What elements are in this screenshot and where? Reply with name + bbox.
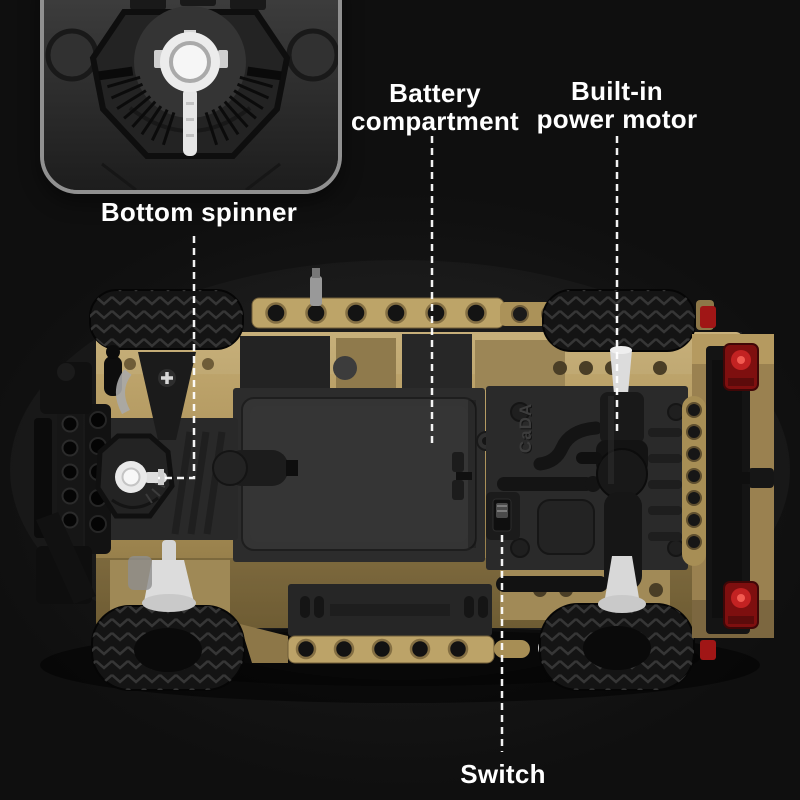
center-driveshaft xyxy=(212,356,357,486)
battery-door xyxy=(241,397,477,551)
tail-light-bottom xyxy=(723,581,759,629)
wheel-bottom-right xyxy=(539,603,695,691)
spinner-knob xyxy=(115,461,147,493)
front-assembly xyxy=(34,345,238,612)
gray-pin-icon xyxy=(310,276,322,306)
spinner-closeup xyxy=(44,0,338,190)
battery-compartment xyxy=(233,388,496,562)
brand-embossing: CaDA CaDA xyxy=(516,403,536,454)
bottom-spinner-mechanism xyxy=(95,433,175,519)
bottom-spinner-inset xyxy=(40,0,342,194)
molded-bar xyxy=(497,477,593,491)
label-bottom-spinner: Bottom spinner xyxy=(100,197,298,227)
spinner-key-stem xyxy=(143,472,167,483)
rear-chassis-plate: CaDA CaDA xyxy=(486,386,688,570)
molded-wrench xyxy=(533,421,603,471)
axle-white-top xyxy=(610,350,632,394)
top-beam xyxy=(251,268,600,329)
wheel-bottom-left xyxy=(91,605,245,691)
leader-bottom-spinner xyxy=(158,236,196,480)
pin-boss-left xyxy=(45,28,99,82)
label-battery-compartment: Battery compartment xyxy=(351,78,519,136)
svg-text:CaDA: CaDA xyxy=(517,404,536,454)
gray-spring xyxy=(116,369,132,415)
spinner-stem xyxy=(183,88,197,156)
cross-screw-icon xyxy=(161,372,173,384)
bottom-beam xyxy=(240,584,558,664)
wheel-top-right xyxy=(542,289,696,352)
tow-hitch xyxy=(748,468,774,488)
label-switch: Switch xyxy=(460,759,546,789)
rear-assembly xyxy=(682,300,774,660)
steering-knuckle-white xyxy=(128,540,196,612)
pin-boss-right xyxy=(286,28,338,82)
wheel-top-left xyxy=(89,289,244,350)
power-motor xyxy=(496,346,648,613)
tail-light-top xyxy=(723,343,759,391)
power-switch xyxy=(486,492,520,540)
axle-white-bottom xyxy=(604,556,640,604)
svg-text:CaDA: CaDA xyxy=(516,403,535,453)
door-latch-screw xyxy=(476,431,496,451)
chassis-base xyxy=(96,332,742,628)
car-shadow xyxy=(40,627,760,703)
spinner-comb xyxy=(106,75,274,146)
photo-glow xyxy=(10,260,790,680)
label-built-in-power-motor: Built-in power motor xyxy=(536,76,698,134)
wishbone xyxy=(138,352,196,440)
